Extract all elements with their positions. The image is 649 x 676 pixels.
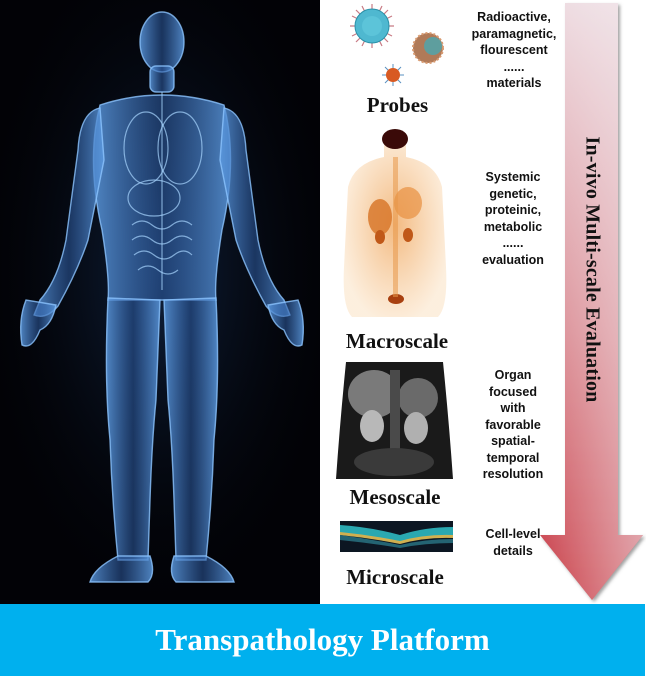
desc-line: flourescent [480, 43, 548, 57]
probes-label: Probes [366, 93, 429, 117]
desc-line: proteinic, [484, 203, 542, 217]
probes-description: Radioactive, paramagnetic, flourescent .… [455, 9, 573, 92]
desc-line: Systemic [485, 170, 541, 184]
desc-line: evaluation [482, 252, 544, 267]
desc-line: ...... [502, 236, 524, 250]
human-body-xray-image [0, 0, 320, 604]
nanoparticle-probes-icon [350, 4, 444, 86]
human-body-icon [0, 0, 320, 604]
microscale-label: Microscale [346, 565, 444, 589]
desc-line: metabolic [483, 219, 543, 234]
desc-line: genetic, [489, 186, 537, 201]
microscale-description: Cell-level details [458, 526, 568, 559]
down-arrow-icon [540, 3, 643, 600]
mri-scan-image [336, 362, 453, 479]
platform-title: Transpathology Platform [155, 622, 490, 657]
desc-line: Organ [494, 368, 532, 382]
desc-line: temporal [486, 450, 540, 465]
desc-line: ...... [503, 59, 525, 74]
desc-line: Cell-level [485, 527, 541, 541]
desc-line: details [493, 543, 533, 558]
macroscale-label: Macroscale [345, 329, 449, 353]
desc-line: resolution [482, 467, 544, 481]
platform-banner: Transpathology Platform [0, 604, 645, 676]
desc-line: Radioactive, [477, 10, 551, 24]
desc-line: materials [486, 76, 542, 90]
pet-scan-image [343, 129, 447, 317]
macroscale-description: Systemic genetic, proteinic, metabolic .… [458, 169, 568, 268]
desc-line: with [500, 401, 526, 415]
mesoscale-description: Organ focused with favorable spatial- te… [458, 367, 568, 483]
mesoscale-label: Mesoscale [349, 485, 441, 509]
desc-line: paramagnetic, [471, 26, 557, 41]
oct-scan-image [340, 521, 453, 552]
desc-line: focused [489, 384, 537, 399]
evaluation-label: In-vivo Multi-scale Evaluation [581, 135, 604, 403]
desc-line: spatial- [491, 434, 535, 448]
desc-line: favorable [485, 417, 541, 432]
